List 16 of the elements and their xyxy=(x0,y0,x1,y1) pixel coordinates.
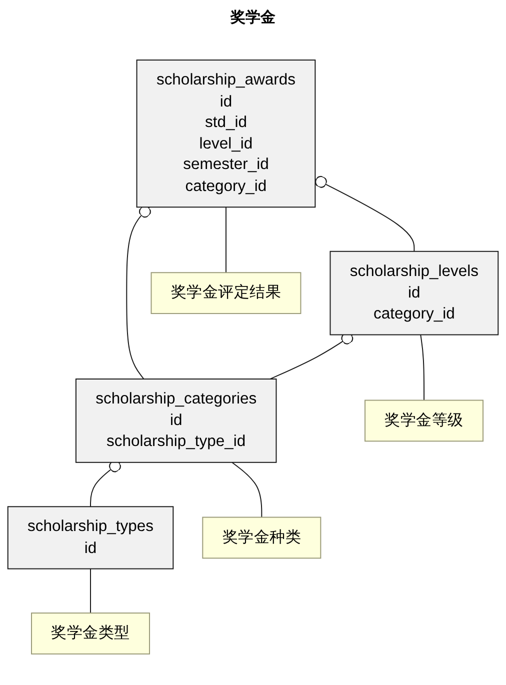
connector xyxy=(126,206,151,380)
node-box: 奖学金评定结果 xyxy=(150,272,302,314)
connector xyxy=(420,334,424,401)
connector xyxy=(225,206,226,274)
node-box: 奖学金种类 xyxy=(202,516,322,559)
node-box: scholarship_types id xyxy=(7,506,174,570)
node-box: scholarship_levels id category_id xyxy=(330,250,499,336)
connector xyxy=(90,568,91,614)
node-box: 奖学金等级 xyxy=(364,400,484,442)
connector xyxy=(90,460,121,508)
connector xyxy=(232,462,262,518)
node-box: scholarship_categories id scholarship_type_id xyxy=(75,378,277,463)
connector xyxy=(314,176,415,252)
diagram-title: 奖学金 xyxy=(230,8,276,26)
node-box: 奖学金类型 xyxy=(31,612,150,654)
node-box: scholarship_awards id std_id level_id semester_id category_id xyxy=(136,60,316,208)
